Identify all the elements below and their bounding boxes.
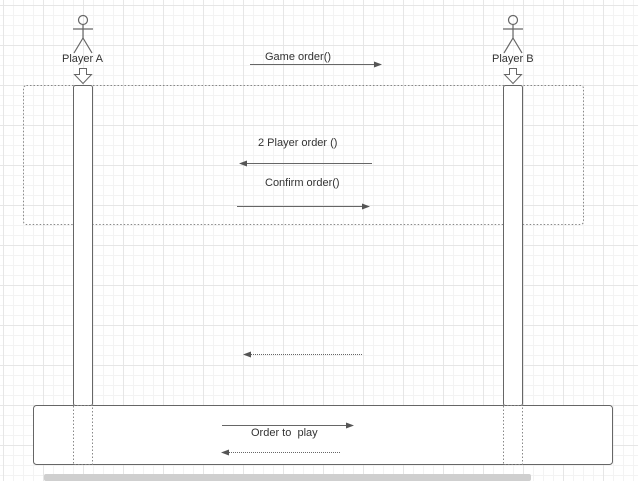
lifeline-player-b[interactable] [503, 85, 523, 406]
message-arrow-confirm-order[interactable] [237, 203, 370, 210]
return-arrow-dotted[interactable] [221, 449, 341, 456]
down-arrow-icon [73, 68, 93, 85]
message-label-confirm-order: Confirm order() [265, 177, 340, 189]
message-label-order-to-play: Order to play [251, 427, 318, 439]
message-arrow-game-order[interactable] [250, 61, 382, 68]
lifeline-player-a[interactable] [73, 85, 93, 406]
horizontal-scrollbar[interactable] [44, 474, 531, 481]
actor-player-b-icon[interactable] [503, 14, 523, 54]
lifeline-player-b-extension [503, 405, 523, 465]
bottom-frame[interactable] [33, 405, 613, 465]
lifeline-player-a-extension [73, 405, 93, 465]
fragment-frame [23, 85, 584, 225]
actor-player-a-icon[interactable] [73, 14, 93, 54]
actor-label-player-a: Player A [62, 53, 103, 65]
down-arrow-icon [503, 68, 523, 85]
message-label-2-player-order: 2 Player order () [258, 137, 338, 149]
message-arrow-order-to-play[interactable] [222, 422, 354, 429]
message-arrow-2-player-order[interactable] [239, 160, 372, 167]
message-label-game-order: Game order() [265, 51, 332, 63]
actor-label-player-b: Player B [492, 53, 534, 65]
return-arrow-dotted[interactable] [243, 351, 362, 358]
